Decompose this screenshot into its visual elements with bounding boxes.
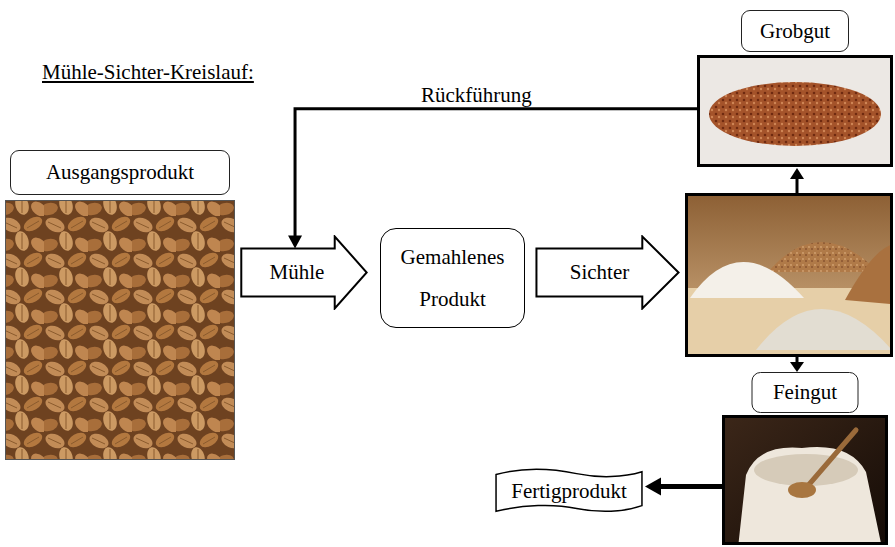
spoon-bowl	[788, 482, 816, 498]
block-arrow-outline	[241, 237, 366, 309]
wheat-photo	[5, 200, 235, 460]
finished-product-document: Fertigprodukt	[493, 468, 645, 515]
ground-product-box: Gemahlenes Produkt	[380, 228, 525, 328]
bran-heap	[709, 82, 881, 146]
source-photo-frame: Ausgangsprodukt	[5, 200, 235, 460]
flour-heap	[756, 309, 892, 350]
photo-ground	[697, 55, 893, 167]
node-label: Grobgut	[760, 19, 830, 43]
edge-label: Rückführung	[418, 83, 535, 107]
meal-heap	[768, 242, 878, 272]
node-label: Fertigprodukt	[511, 479, 627, 503]
connector-arrow	[645, 478, 722, 496]
up-arrow	[790, 168, 804, 193]
photo-label-box: Grobgut	[741, 10, 849, 52]
mill-block-arrow: Mühle	[240, 235, 368, 310]
photo-label-box: Ausgangsprodukt	[10, 150, 230, 195]
flour-sack	[738, 447, 882, 545]
connector-line	[658, 484, 722, 489]
arrow-head	[790, 168, 804, 179]
node-label: Feingut	[773, 380, 837, 404]
node-label: Gemahlenes Produkt	[391, 236, 514, 320]
flour-surface	[754, 454, 858, 486]
wooden-spoon	[806, 430, 856, 488]
fine-photo-frame: Feingut	[722, 415, 888, 545]
diagram-title: Mühle-Sichter-Kreislauf:	[42, 60, 254, 84]
node-label: Sichter	[570, 260, 629, 284]
document-outline	[496, 470, 642, 512]
meal-heap	[845, 244, 893, 305]
flour-sack-photo	[722, 415, 888, 545]
block-arrow-outline	[536, 237, 678, 309]
arrow-head	[790, 362, 804, 372]
connector-line	[295, 109, 697, 238]
flour-heap	[690, 262, 804, 298]
arrow-head	[645, 478, 661, 496]
arrow-head	[288, 236, 302, 249]
down-arrow	[790, 357, 804, 372]
photo-frame	[687, 195, 892, 356]
photo-label-box: Feingut	[752, 372, 859, 413]
node-label: Ausgangsprodukt	[46, 160, 194, 184]
node-label: Mühle	[270, 260, 325, 284]
classifier-block-arrow: Sichter	[535, 235, 680, 310]
coarse-photo-frame: Grobgut	[697, 55, 893, 167]
flour-heaps-photo	[685, 193, 893, 357]
coarse-photo	[697, 55, 893, 167]
